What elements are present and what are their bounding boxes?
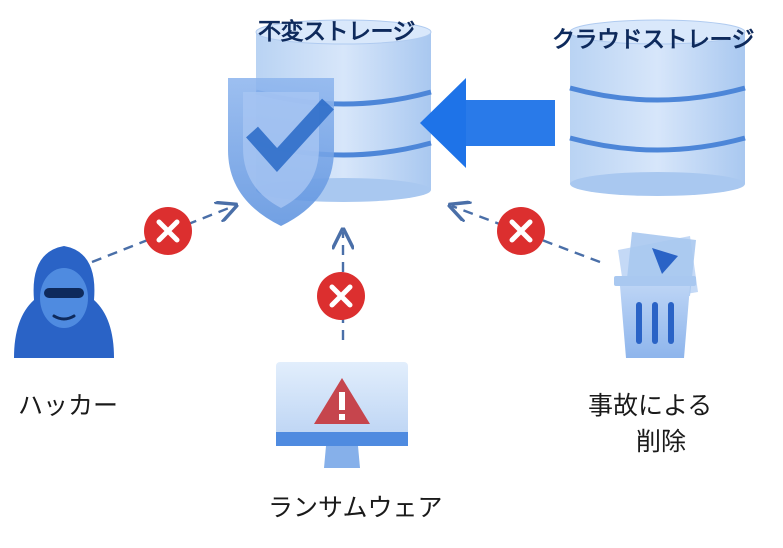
- ransomware-label: ランサムウェア: [268, 493, 443, 522]
- shield-check-icon: [228, 78, 334, 226]
- cloud-storage-label: クラウドストレージ: [552, 27, 755, 53]
- block-x-icon: [317, 272, 365, 320]
- hacker-label: ハッカー: [18, 391, 119, 420]
- ransomware-monitor-icon: [276, 362, 408, 468]
- accidental-deletion-label-line1: 事故による: [588, 391, 713, 420]
- hacker-icon: [14, 246, 114, 358]
- block-x-icon: [497, 207, 545, 255]
- transfer-arrow-icon: [420, 78, 555, 168]
- cloud-storage-cylinder: [569, 19, 746, 196]
- deletion-attack-line: [452, 206, 601, 264]
- accidental-deletion-label-line2: 削除: [636, 427, 687, 456]
- immutable-storage-label: 不変ストレージ: [258, 19, 416, 45]
- trash-bin-icon: [614, 232, 698, 358]
- block-x-icon: [144, 207, 192, 255]
